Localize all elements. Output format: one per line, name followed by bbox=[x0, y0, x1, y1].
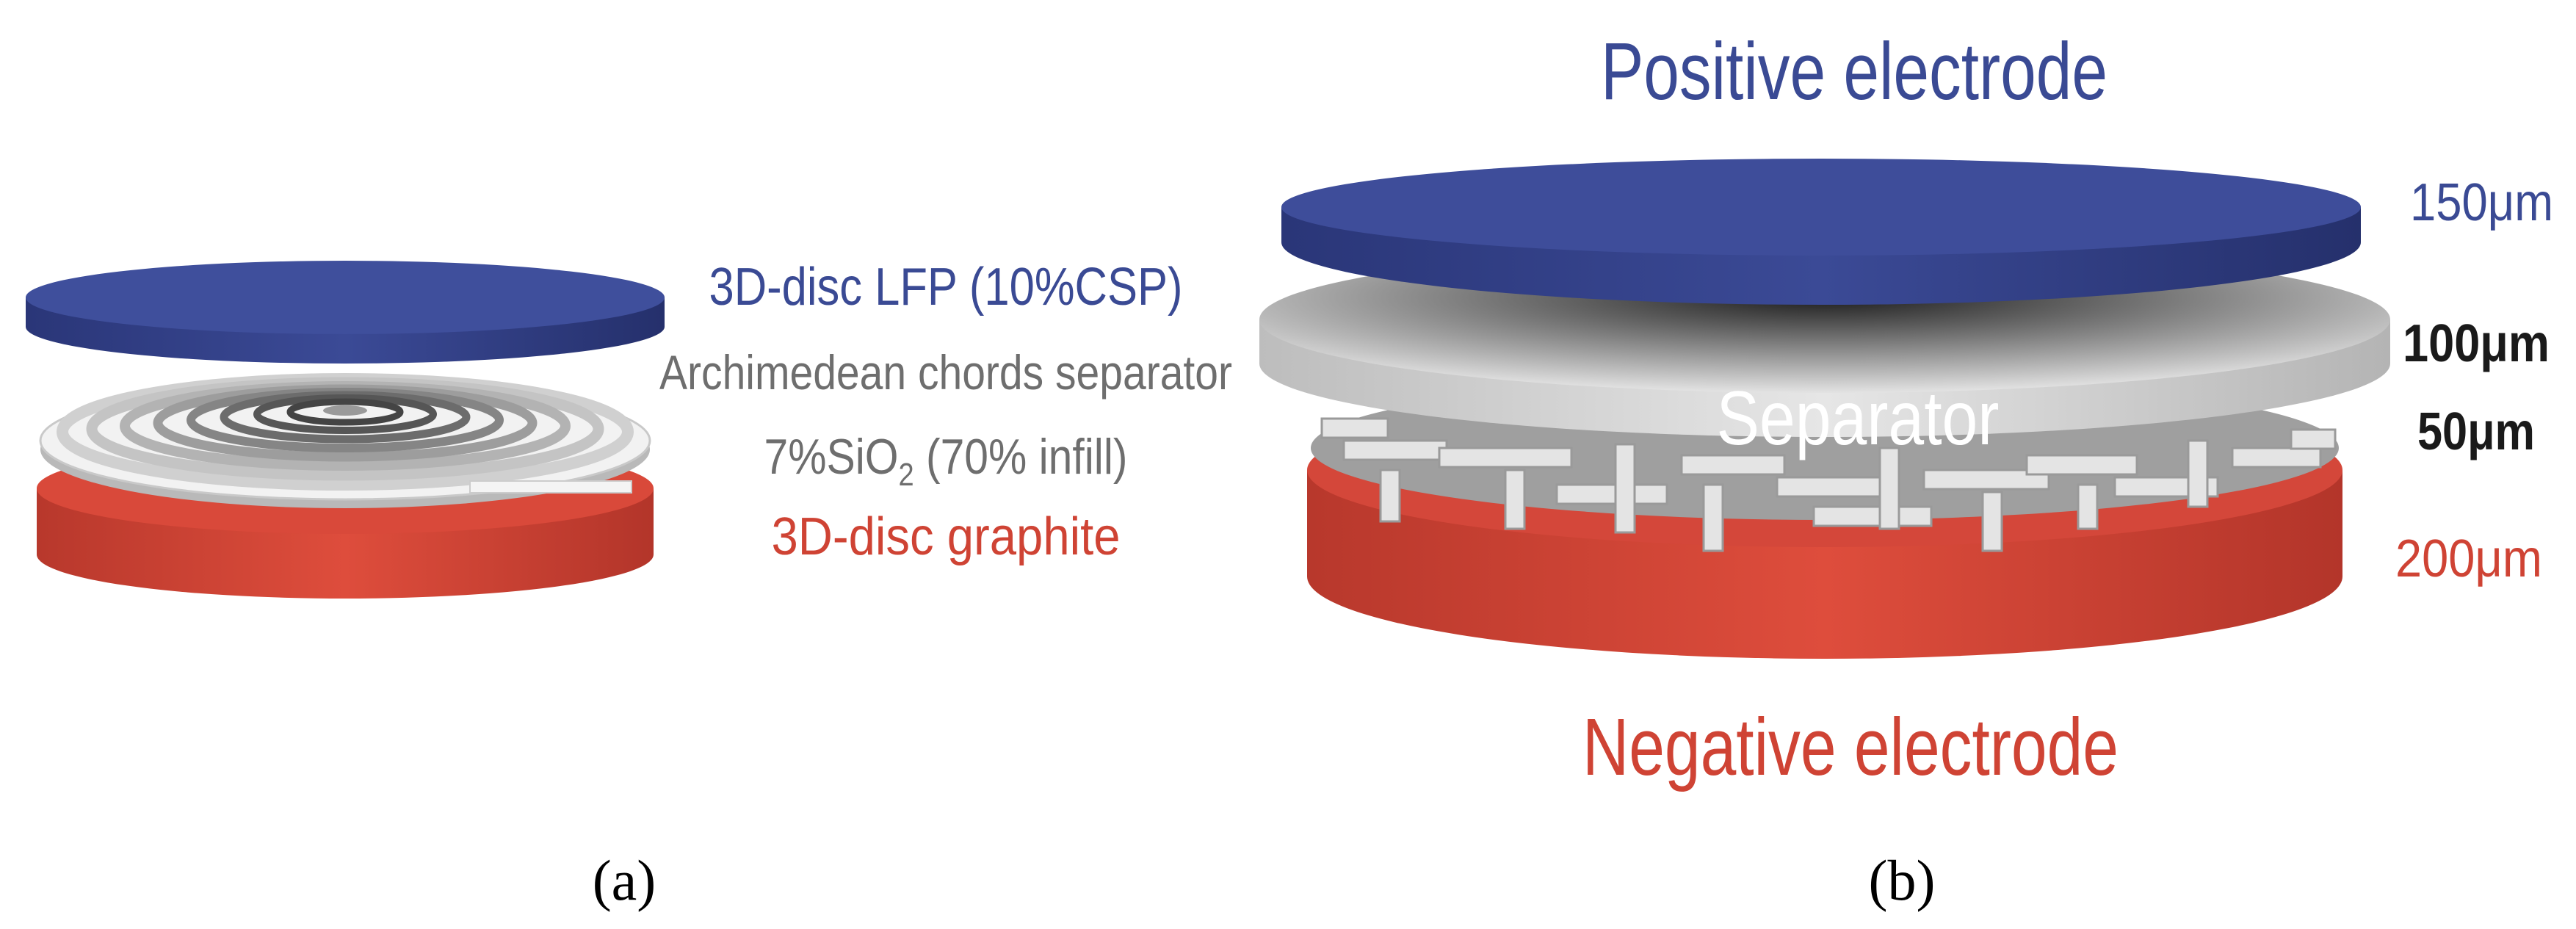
thickness-separator: 100μm bbox=[2403, 314, 2550, 373]
thickness-mesh: 50μm bbox=[2417, 402, 2535, 461]
lfp-disc-a bbox=[26, 261, 665, 364]
thickness-positive: 150μm bbox=[2410, 173, 2553, 232]
sio2-prefix: 7%SiO bbox=[764, 429, 899, 485]
sio2-label: 7%SiO2 (70% infill) bbox=[764, 429, 1128, 493]
panel-b-label: (b) bbox=[1869, 848, 1936, 912]
spiral-separator bbox=[39, 373, 651, 508]
separator-label: Separator bbox=[1717, 376, 2000, 461]
positive-electrode-disc bbox=[1281, 159, 2361, 305]
lfp-label: 3D-disc LFP (10%CSP) bbox=[709, 258, 1183, 317]
positive-electrode-title: Positive electrode bbox=[1601, 26, 2108, 117]
graphite-label: 3D-disc graphite bbox=[772, 507, 1121, 566]
sio2-suffix: (70% infill) bbox=[914, 429, 1128, 485]
panel-b: Positive electrode bbox=[1259, 26, 2553, 912]
negative-electrode-title: Negative electrode bbox=[1582, 702, 2119, 792]
sio2-subscript: 2 bbox=[899, 457, 914, 493]
panel-a-label: (a) bbox=[593, 848, 656, 912]
separator-desc-label: Archimedean chords separator bbox=[659, 345, 1232, 400]
panel-a: 3D-disc LFP (10%CSP) Archimedean chords … bbox=[26, 258, 1232, 912]
thickness-negative: 200μm bbox=[2395, 529, 2542, 588]
